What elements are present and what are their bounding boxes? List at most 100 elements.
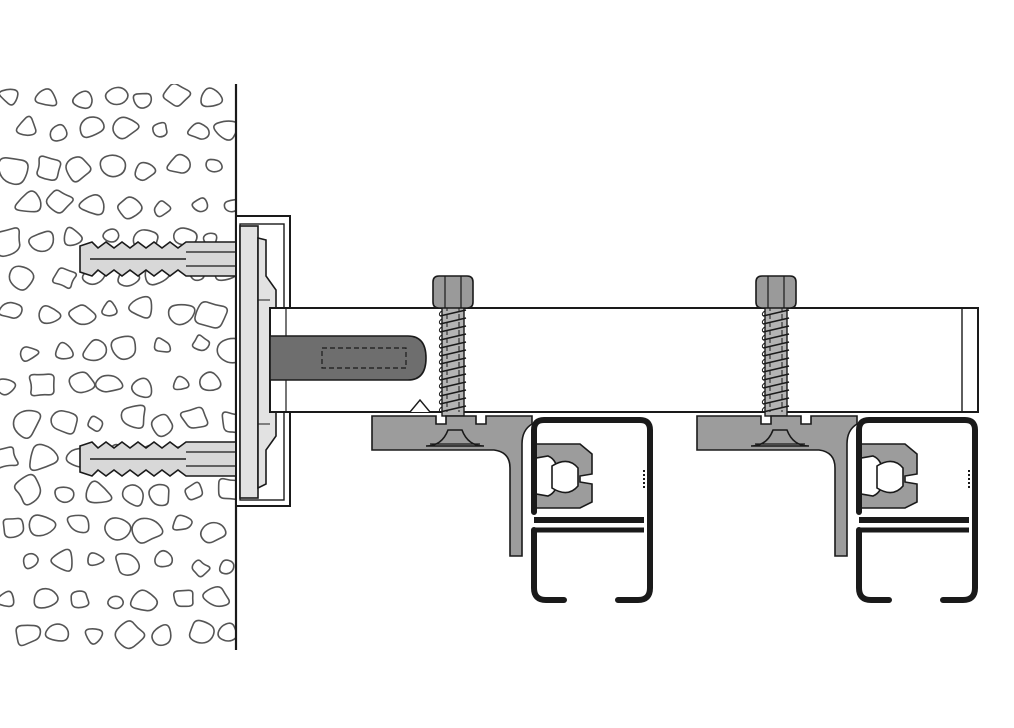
stone [87,552,105,567]
bolt-thread [762,341,790,349]
bolt-thread [439,405,467,413]
threaded-bolt-left [432,275,474,417]
bolt-thread [762,349,790,357]
bolt-thread-edge [438,406,443,413]
bolt-thread [439,381,467,389]
bolt-thread-edge [438,398,443,405]
stone [115,552,141,576]
bolt-thread [439,389,467,397]
stone [151,623,172,647]
stone [13,473,42,506]
stone [29,443,59,472]
stone [200,87,224,108]
bolt-thread-edge [761,334,766,341]
stone [112,116,140,140]
bolt-thread-edge [438,342,443,349]
bolt-thread-edge [761,350,766,357]
bolt-thread [762,325,790,333]
stone [202,586,231,608]
curtain-track [856,417,978,603]
stone [0,157,29,186]
bolt-thread-edge [761,366,766,373]
hex-nut [432,275,474,309]
bolt-thread-edge [761,310,766,317]
bolt-thread-edge [438,382,443,389]
curtain-track [531,417,653,603]
stone [85,480,113,504]
stone [223,198,236,213]
stone [205,158,223,173]
stone [19,346,40,363]
stone [104,517,132,541]
stone [179,406,209,429]
stone [50,548,73,572]
stone [0,378,17,396]
stone [194,301,229,329]
bolt-thread-edge [761,398,766,405]
stone [114,620,146,650]
stone [65,156,92,183]
stone [84,627,104,645]
dowel-pin [269,335,427,381]
stone [184,481,204,501]
bolt-thread [439,365,467,373]
stone [217,477,236,501]
bolt-thread-edge [438,318,443,325]
stone [68,304,97,326]
bolt-thread-edge [438,358,443,365]
bolt-thread-edge [761,374,766,381]
stone [191,559,211,578]
carrier-left [371,415,653,603]
stone [28,514,57,537]
bolt-thread [439,325,467,333]
stone [131,517,164,544]
stone [102,228,120,243]
stone [172,514,193,531]
stone [70,590,90,609]
bolt-thread [439,309,467,317]
stone [54,341,74,360]
bolt-thread [762,357,790,365]
stone [130,377,153,399]
wall-plug-lower [79,441,237,477]
stone [191,197,209,213]
stone [172,375,190,391]
stone [22,552,39,570]
bolt-thread [762,389,790,397]
stone [167,303,196,326]
stone [68,371,96,394]
wall-plug-upper [79,241,237,277]
stone [150,413,174,438]
stone [153,200,172,218]
stone [82,338,108,362]
stone [191,334,211,352]
bolt-thread [762,365,790,373]
stone [94,374,124,393]
bolt-thread-edge [438,350,443,357]
stone [217,622,236,642]
stone [128,295,153,319]
stone [0,590,15,608]
stone [152,121,168,138]
bolt-thread [762,405,790,413]
bolt-thread [439,373,467,381]
stone [148,483,170,507]
stone [36,155,62,182]
bolt-thread-edge [438,390,443,397]
stone [2,517,25,539]
stone [121,484,144,507]
stone [120,404,146,429]
stone [33,587,59,609]
stone [12,409,42,440]
stone [216,337,236,364]
bolt-thread [762,381,790,389]
stone [45,189,74,214]
bolt-thread-edge [761,382,766,389]
clip-opening [876,460,904,494]
threaded-bolt-right [755,275,797,417]
clip-opening [551,460,579,494]
stone [104,86,129,106]
stone [134,161,157,182]
bolt-thread [762,309,790,317]
stone [51,267,78,290]
